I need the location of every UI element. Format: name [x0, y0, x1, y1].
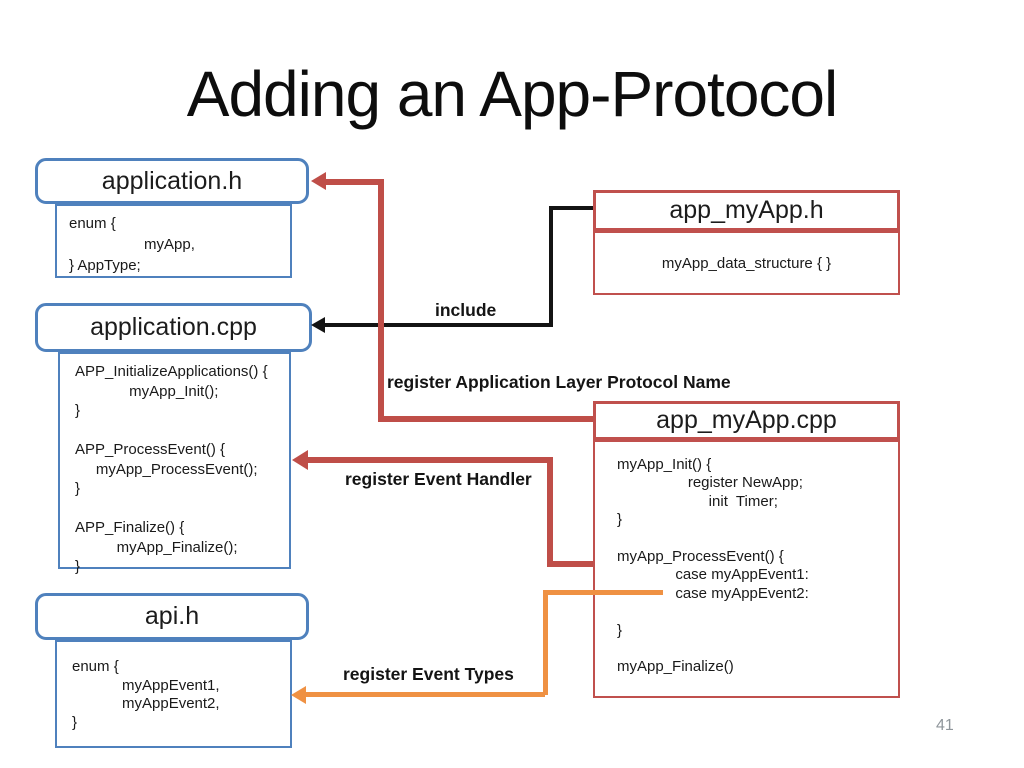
register-protocol-connector-bottom: [378, 416, 593, 422]
register-types-label: register Event Types: [343, 664, 514, 684]
box-application-h-code: enum { myApp, } AppType;: [55, 204, 292, 278]
register-types-connector-horizontal: [305, 692, 545, 697]
box-app-myapp-h-title: app_myApp.h: [593, 190, 900, 231]
register-protocol-arrowhead-icon: [311, 172, 326, 190]
register-handler-arrowhead-icon: [292, 450, 308, 470]
include-arrowhead-icon: [311, 317, 325, 333]
box-api-h-title: api.h: [35, 593, 309, 640]
include-connector-segment-top: [549, 206, 593, 210]
box-api-h-code: enum { myAppEvent1, myAppEvent2, }: [55, 640, 292, 748]
register-types-connector-top: [545, 590, 663, 595]
register-types-connector-vertical: [543, 590, 548, 695]
register-protocol-connector-top: [325, 179, 383, 185]
register-handler-connector-horizontal: [306, 457, 553, 463]
include-label: include: [435, 300, 497, 320]
box-app-myapp-cpp-title: app_myApp.cpp: [593, 401, 900, 440]
register-protocol-label: register Application Layer Protocol Name: [387, 372, 731, 392]
page-number: 41: [936, 717, 954, 734]
include-connector-segment-vertical: [549, 206, 553, 327]
register-types-arrowhead-icon: [291, 686, 306, 704]
box-app-myapp-cpp-code: myApp_Init() { register NewApp; init Tim…: [593, 440, 900, 698]
box-application-cpp-title: application.cpp: [35, 303, 312, 352]
register-protocol-connector-vertical: [378, 179, 384, 422]
box-application-cpp-code: APP_InitializeApplications() { myApp_Ini…: [58, 352, 291, 575]
slide-title: Adding an App-Protocol: [186, 58, 838, 130]
include-connector-segment-horizontal: [324, 323, 553, 327]
box-application-h-title: application.h: [35, 158, 309, 204]
register-handler-connector-right: [547, 561, 593, 567]
box-app-myapp-h-code: myApp_data_structure { }: [593, 231, 900, 295]
register-handler-connector-vertical: [547, 457, 553, 567]
register-handler-label: register Event Handler: [345, 469, 532, 489]
